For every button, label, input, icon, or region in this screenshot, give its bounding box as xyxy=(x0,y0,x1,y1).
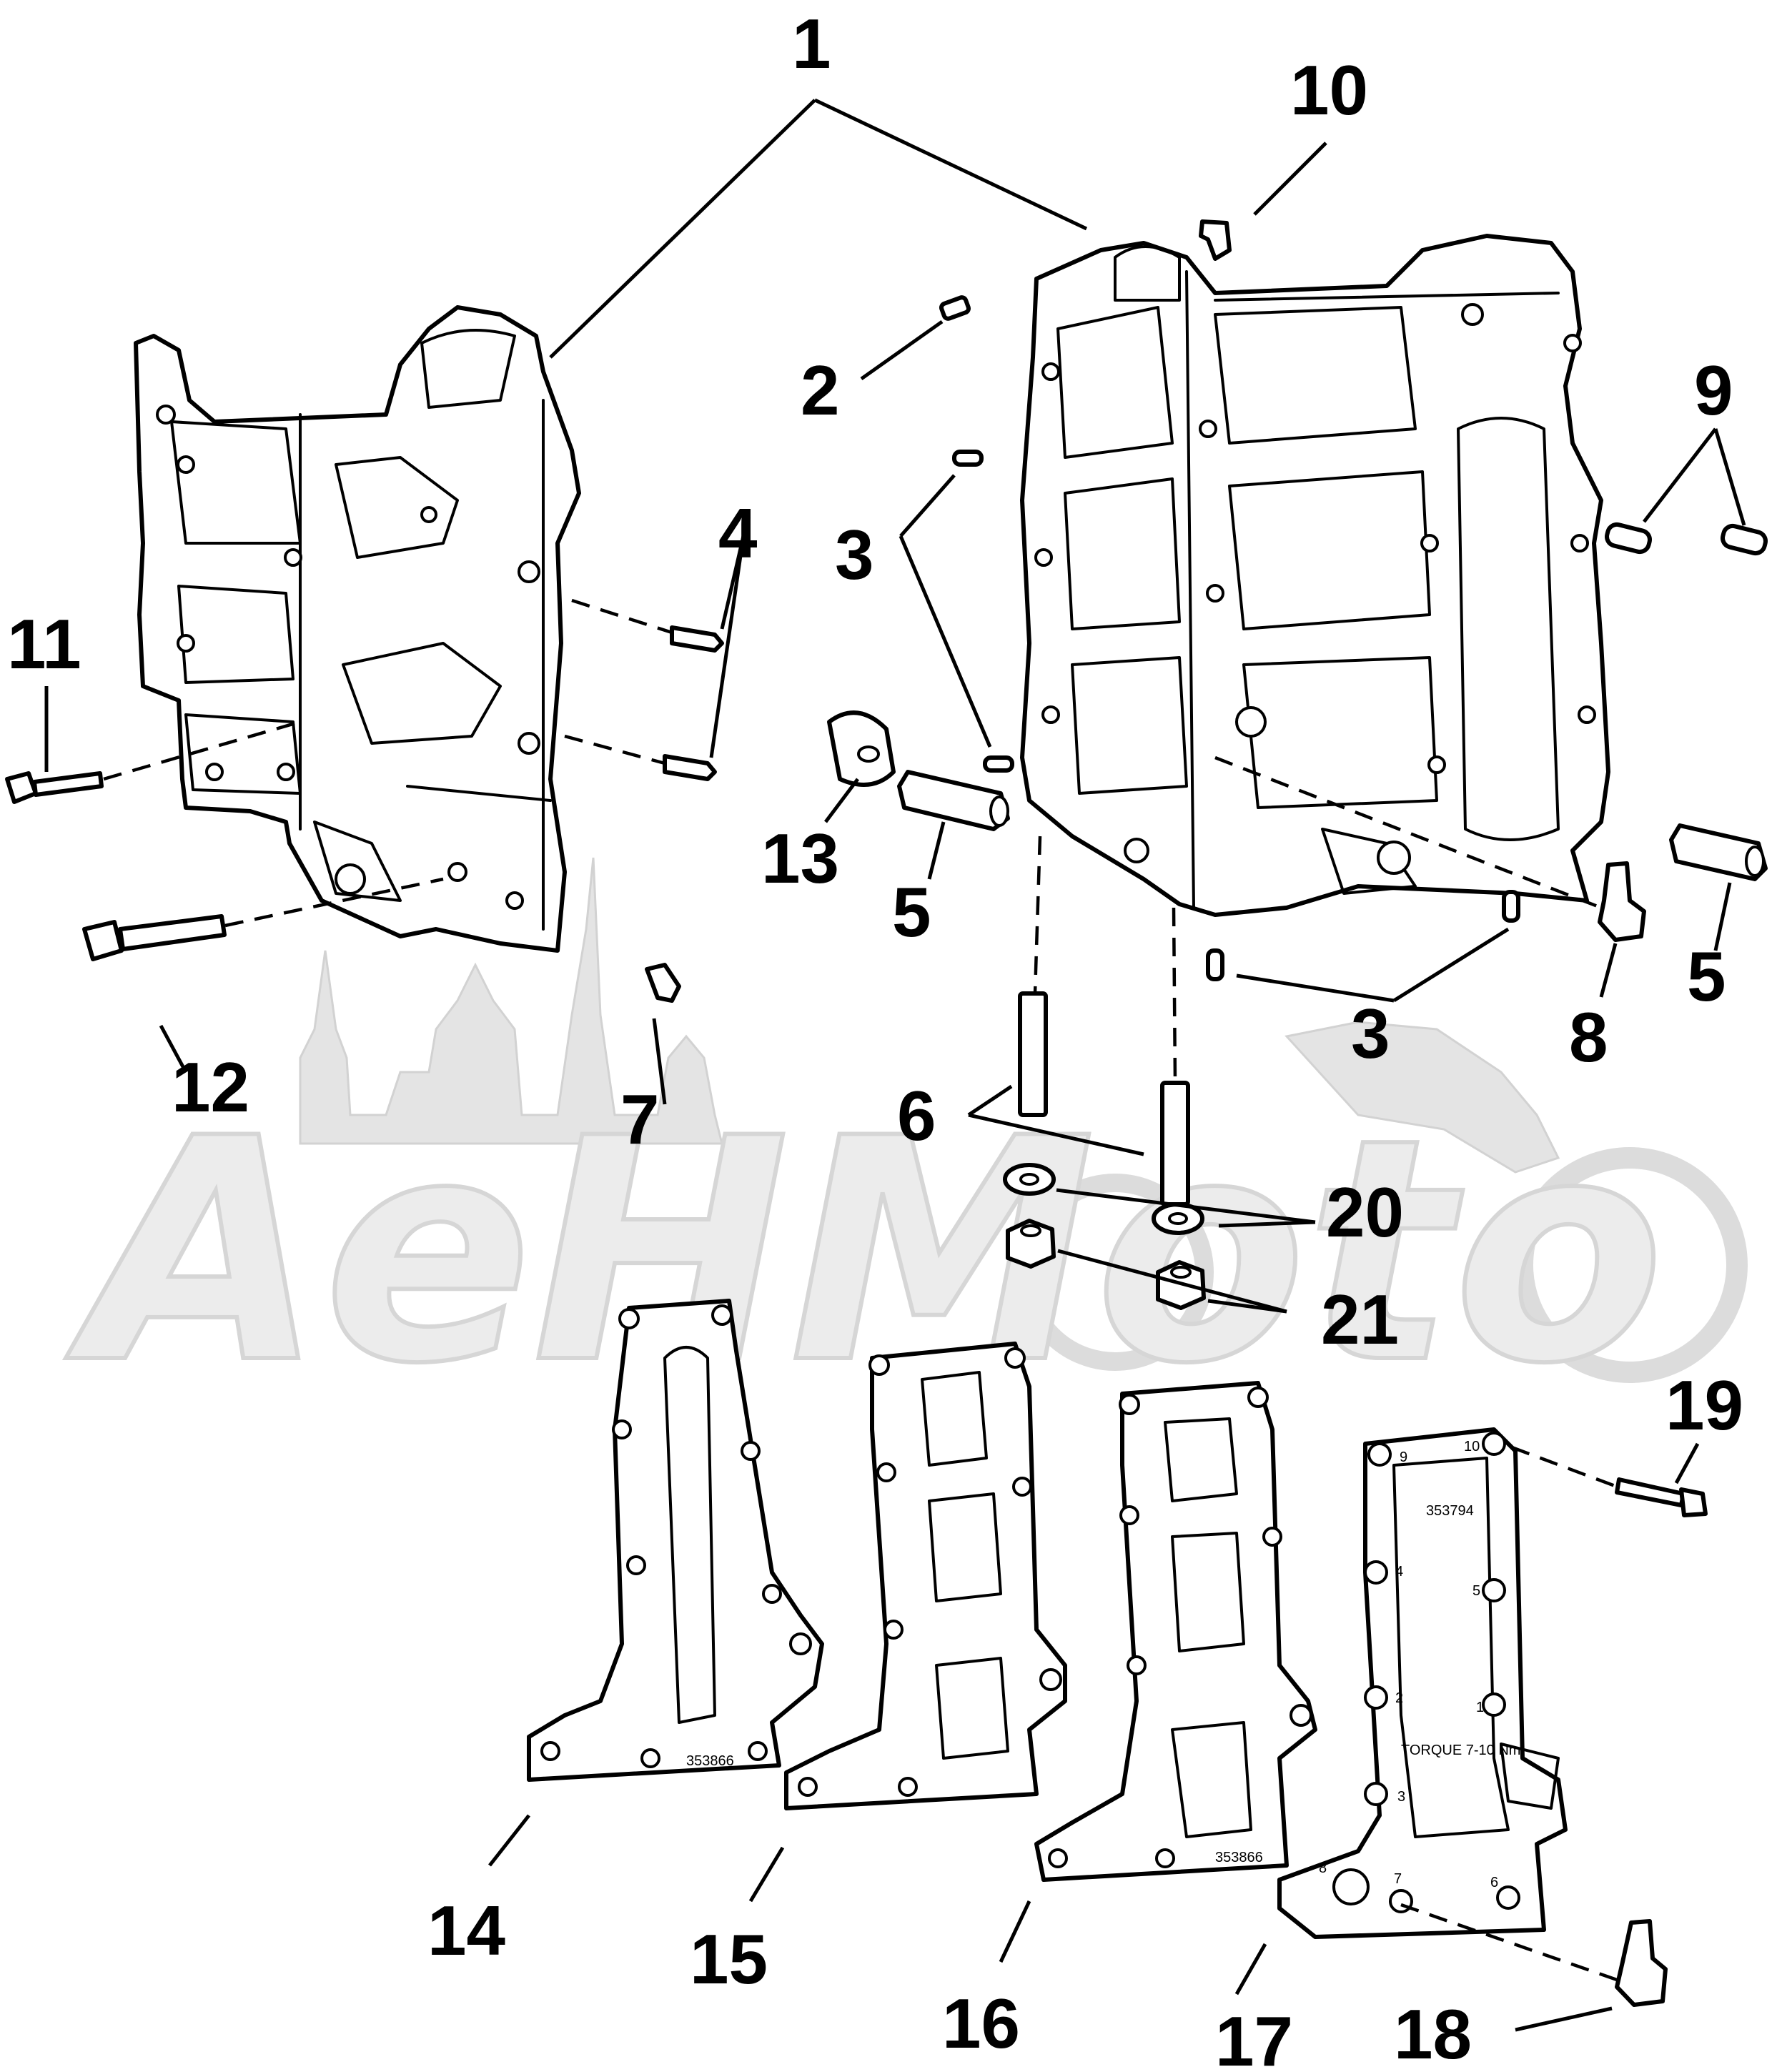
cover-17-bolt-seq-7: 7 xyxy=(1394,1871,1402,1887)
callout-11: 11 xyxy=(7,605,81,683)
part-6-stud xyxy=(1160,1081,1190,1206)
callout-9: 9 xyxy=(1694,351,1733,430)
part-6-stud xyxy=(1018,991,1048,1117)
callout-15: 15 xyxy=(690,1920,768,1998)
callout-12: 12 xyxy=(172,1048,249,1126)
part-5-pin xyxy=(1669,823,1768,881)
cover-17-bolt-seq-8: 8 xyxy=(1319,1860,1327,1876)
callout-10: 10 xyxy=(1290,51,1368,129)
callout-2: 2 xyxy=(801,351,840,430)
part-8-elbow-fitting xyxy=(1598,861,1646,942)
cover-17-bolt-seq-5: 5 xyxy=(1472,1583,1480,1599)
part-11-bolt xyxy=(5,771,104,804)
callout-6: 6 xyxy=(897,1076,936,1155)
leader-lines xyxy=(44,98,1746,2032)
crankcase-right-half xyxy=(1020,234,1610,917)
gasket-14-part-number: 353866 xyxy=(686,1753,734,1769)
part-14-gasket: 353866 xyxy=(527,1299,824,1782)
part-4-stud xyxy=(670,625,724,653)
callout-5: 5 xyxy=(1687,937,1726,1016)
cover-17-bolt-seq-10: 10 xyxy=(1464,1439,1480,1454)
callout-19: 19 xyxy=(1665,1366,1743,1444)
callout-18: 18 xyxy=(1394,1995,1472,2072)
callout-14: 14 xyxy=(427,1891,505,1970)
part-19-bolt xyxy=(1615,1477,1708,1517)
callout-21: 21 xyxy=(1321,1280,1399,1359)
part-2-plug xyxy=(939,295,971,321)
callout-4: 4 xyxy=(718,494,758,572)
callout-1: 1 xyxy=(792,4,831,83)
part-18-elbow-fitting xyxy=(1615,1919,1668,2007)
part-7-fitting xyxy=(645,963,681,1003)
part-16-gasket: 353866 xyxy=(1034,1381,1317,1882)
part-3-dowel-pin xyxy=(1502,890,1520,923)
callout-labels: 1 2 3 3 4 5 5 6 7 8 9 10 11 12 13 14 15 … xyxy=(7,4,1743,2072)
watermark-text: AeHMoto xyxy=(61,1074,1664,1431)
part-3-dowel-pin xyxy=(983,755,1014,773)
part-4-stud xyxy=(663,754,717,781)
cover-17-part-number: 353794 xyxy=(1426,1503,1474,1519)
cover-17-bolt-seq-3: 3 xyxy=(1397,1789,1405,1805)
cover-17-bolt-seq-1: 1 xyxy=(1476,1700,1484,1715)
part-20-washer xyxy=(1003,1163,1056,1196)
gasket-16-part-number: 353866 xyxy=(1215,1850,1263,1865)
part-3-dowel-pin xyxy=(952,450,984,467)
callout-3: 3 xyxy=(1351,994,1390,1073)
callout-20: 20 xyxy=(1326,1173,1404,1251)
part-17-cover: 353794 TORQUE 7-10 Nm 1 2 3 4 5 6 7 8 9 … xyxy=(1277,1427,1568,1939)
assembly-dashed-lines xyxy=(103,598,1618,1982)
part-9-dowel xyxy=(1605,522,1652,555)
cover-17-bolt-seq-2: 2 xyxy=(1395,1690,1403,1706)
callout-7: 7 xyxy=(620,1080,660,1159)
cover-17-torque-spec: TORQUE 7-10 Nm xyxy=(1401,1743,1520,1758)
part-3-dowel-pin xyxy=(1206,948,1224,981)
watermark-wheel xyxy=(1512,1147,1748,1383)
callout-8: 8 xyxy=(1569,998,1608,1076)
part-21-nut xyxy=(1006,1219,1056,1269)
part-10-fitting xyxy=(1199,219,1232,261)
part-15-gasket xyxy=(784,1342,1067,1810)
callout-17: 17 xyxy=(1215,2002,1293,2072)
callout-5: 5 xyxy=(892,873,931,951)
part-5-pin xyxy=(897,770,1010,831)
part-12-bolt xyxy=(82,914,227,961)
watermark-castle-silhouette xyxy=(299,857,723,1145)
cover-17-bolt-seq-6: 6 xyxy=(1490,1875,1498,1890)
callout-13: 13 xyxy=(761,819,839,898)
callout-3: 3 xyxy=(835,515,874,594)
watermark-motorcycle-silhouette xyxy=(1284,1021,1560,1174)
cover-17-bolt-seq-4: 4 xyxy=(1395,1564,1403,1580)
crankcase-left-half xyxy=(134,305,581,953)
part-9-dowel xyxy=(1721,523,1768,556)
part-13-bushing xyxy=(827,710,896,787)
cover-17-bolt-seq-9: 9 xyxy=(1400,1449,1407,1465)
callout-16: 16 xyxy=(942,1984,1020,2063)
small-parts xyxy=(5,219,1768,2007)
